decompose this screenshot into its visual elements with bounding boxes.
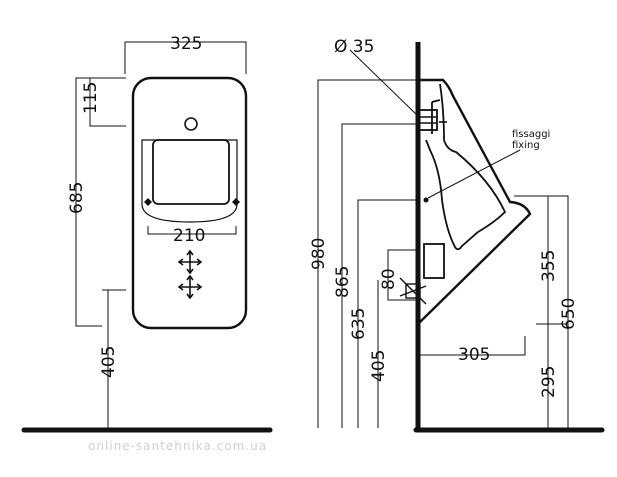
label-diameter: Ø 35 [334, 37, 374, 57]
left-fixing-marker [144, 198, 152, 206]
dim-325: 325 [170, 34, 202, 54]
label-fixing: fixing [512, 140, 540, 151]
dim-305: 305 [458, 345, 490, 365]
dim-865: 865 [333, 266, 353, 298]
side-view [317, 42, 569, 430]
urinal-side-outline [419, 78, 532, 323]
dim-210: 210 [173, 226, 205, 246]
inlet-hole [184, 117, 198, 131]
inlet-fitting [418, 109, 438, 131]
bowl-inner [152, 139, 230, 205]
drain-cross-lower [177, 274, 203, 300]
dim-295: 295 [539, 366, 559, 398]
watermark: online-santehnika.com.ua [88, 439, 267, 453]
dim-405-front: 405 [99, 346, 119, 378]
front-view [75, 41, 248, 428]
urinal-front-outline [131, 76, 248, 330]
fixing-point [423, 197, 429, 203]
dim-635: 635 [349, 308, 369, 340]
bowl-outline [141, 139, 238, 223]
bowl-side-profile [425, 83, 507, 251]
dim-685: 685 [67, 182, 87, 214]
dim-650: 650 [559, 298, 579, 330]
dim-405-side: 405 [369, 350, 389, 382]
drain-cross-upper [177, 249, 203, 275]
dim-80: 80 [379, 268, 399, 290]
dim-355: 355 [539, 250, 559, 282]
waste-fitting [423, 243, 445, 279]
label-fissaggi: fissaggi [512, 129, 550, 140]
right-fixing-marker [232, 198, 240, 206]
dim-115: 115 [81, 82, 101, 114]
dim-980: 980 [309, 238, 329, 270]
